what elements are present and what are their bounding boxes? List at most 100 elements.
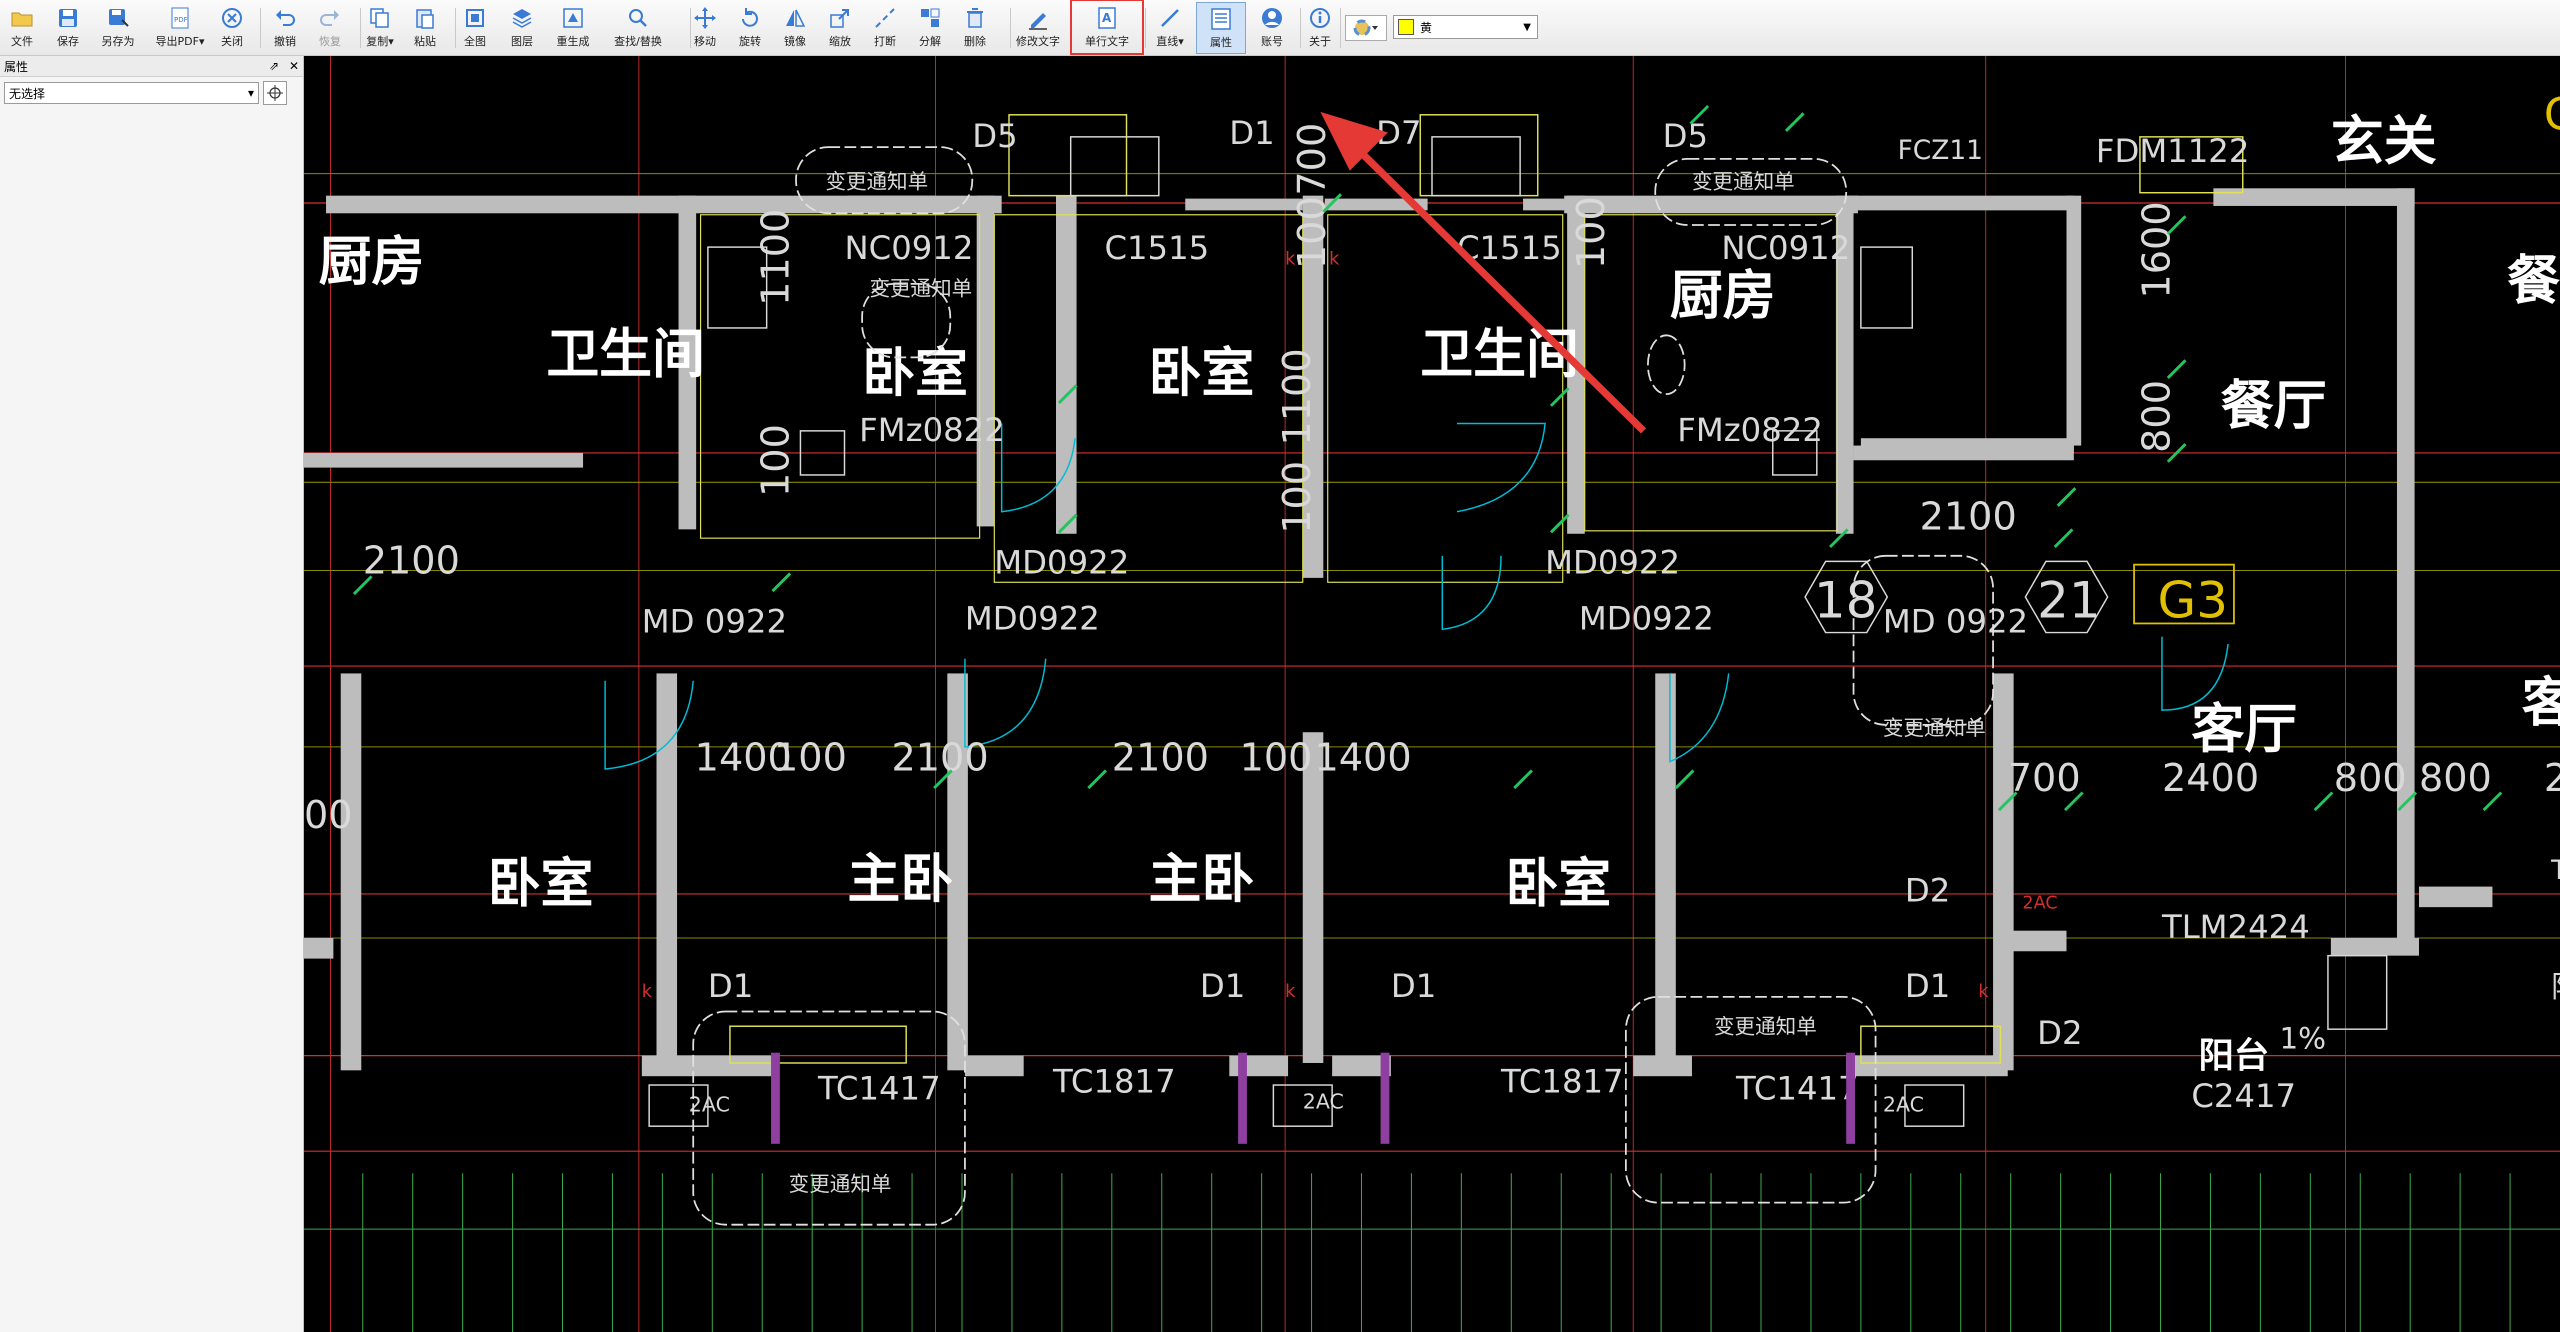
tool-fitall-button[interactable]: 全图 bbox=[451, 2, 499, 52]
fixture bbox=[1069, 136, 1160, 197]
tool-regen-button[interactable]: 重生成 bbox=[549, 2, 597, 52]
axis-hexagon bbox=[2024, 560, 2109, 634]
revision-cloud bbox=[1624, 995, 1877, 1204]
tool-rotate-button[interactable]: 旋转 bbox=[726, 2, 774, 52]
revision-cloud bbox=[1654, 158, 1848, 226]
tool-redo-button[interactable]: 恢复 bbox=[306, 2, 354, 52]
door-swing bbox=[604, 680, 694, 770]
drawing-canvas[interactable]: 厨房卫生间卧室卧室卫生间厨房餐厅餐厅玄关卧室主卧主卧卧室客厅客厅阳台210021… bbox=[304, 56, 2560, 1332]
drawing-tag: k bbox=[1329, 250, 1340, 270]
tool-paste-button[interactable]: 粘贴 bbox=[401, 2, 449, 52]
tool-exportpdf-button[interactable]: PDF 导出PDF▾ bbox=[156, 2, 204, 52]
tool-line-button[interactable]: 直线▾ bbox=[1146, 2, 1194, 52]
tool-scale-button[interactable]: 缩放 bbox=[816, 2, 864, 52]
door-swing bbox=[1441, 555, 1502, 631]
properties-icon bbox=[1208, 6, 1234, 32]
tool-undo-button[interactable]: 撤销 bbox=[261, 2, 309, 52]
pick-icon[interactable] bbox=[263, 81, 287, 105]
pin-icon[interactable]: ⇗ bbox=[269, 59, 280, 73]
dimension-label: 800 bbox=[2135, 380, 2179, 453]
tool-props-button[interactable]: 属性 bbox=[1196, 2, 1246, 54]
revision-cloud bbox=[795, 146, 974, 215]
tool-label: 删除 bbox=[964, 35, 986, 48]
copy-icon bbox=[367, 5, 393, 31]
tool-delete-button[interactable]: 删除 bbox=[951, 2, 999, 52]
tool-account-button[interactable]: 账号 bbox=[1248, 2, 1296, 52]
dimension-label: 100 bbox=[774, 736, 847, 780]
dimension-label: 1600 bbox=[2135, 201, 2179, 298]
color-wheel-button[interactable] bbox=[1345, 15, 1387, 41]
drawing-tag: D1 bbox=[1200, 967, 1245, 1005]
drawing-tag: C1515 bbox=[1104, 229, 1209, 267]
tool-saveas-button[interactable]: 另存为 bbox=[94, 2, 142, 52]
dimension-tick bbox=[2166, 359, 2187, 379]
tool-move-button[interactable]: 移动 bbox=[681, 2, 729, 52]
room-label: 主卧 bbox=[1149, 849, 1255, 910]
drawing-tag: D1 bbox=[1905, 967, 1950, 1005]
drawing-tag: 变更通知单 bbox=[1883, 716, 1986, 740]
drawing-tag: TLM2424 bbox=[2161, 908, 2310, 946]
tool-edittext-button[interactable]: 修改文字 bbox=[1014, 2, 1062, 52]
undo-icon bbox=[272, 5, 298, 31]
wall bbox=[1655, 673, 1676, 1071]
tool-layers-button[interactable]: 图层 bbox=[498, 2, 546, 52]
fixture bbox=[1904, 1084, 1965, 1127]
chevron-down-icon: ▼ bbox=[1523, 21, 1531, 33]
drawing-tag: D1 bbox=[1229, 114, 1274, 152]
selection-dropdown[interactable]: 无选择 ▾ bbox=[4, 82, 259, 104]
dimension-tick bbox=[1087, 769, 1107, 790]
drawing-tag: k bbox=[642, 982, 653, 1002]
window-frame bbox=[2139, 136, 2244, 194]
dimension-tick bbox=[2166, 215, 2187, 235]
wall bbox=[2419, 886, 2493, 908]
tool-label: 导出PDF▾ bbox=[155, 35, 205, 48]
wall bbox=[1302, 195, 1324, 578]
color-wheel-icon bbox=[1353, 19, 1378, 37]
close-panel-icon[interactable]: ✕ bbox=[288, 59, 299, 73]
tool-save-button[interactable]: 保存 bbox=[44, 2, 92, 52]
revision-cloud bbox=[861, 282, 952, 359]
door-jamb bbox=[1846, 1052, 1855, 1144]
room-label: 厨房 bbox=[319, 231, 425, 292]
drawing-tag: D2 bbox=[2037, 1014, 2082, 1052]
wall bbox=[656, 673, 678, 1071]
revision-cloud bbox=[692, 1010, 966, 1226]
dimension-label: 24 bbox=[2544, 757, 2560, 801]
explode-icon bbox=[917, 5, 943, 31]
wall bbox=[2330, 938, 2419, 956]
close-icon bbox=[219, 5, 245, 31]
room-label: 卫生间 bbox=[546, 324, 705, 385]
floor-plan-drawing[interactable]: 厨房卫生间卧室卧室卫生间厨房餐厅餐厅玄关卧室主卧主卧卧室客厅客厅阳台210021… bbox=[304, 56, 2560, 1332]
wall bbox=[641, 1055, 774, 1077]
dimension-tick bbox=[2313, 791, 2334, 812]
drawing-tag: 18 bbox=[1814, 572, 1878, 630]
wall bbox=[2213, 188, 2415, 206]
drawing-tag: k bbox=[1285, 250, 1296, 270]
wall bbox=[340, 673, 362, 1071]
tool-mirror-button[interactable]: 镜像 bbox=[771, 2, 819, 52]
tool-label: 恢复 bbox=[319, 35, 341, 48]
tool-break-button[interactable]: 打断 bbox=[861, 2, 909, 52]
tool-explode-button[interactable]: 分解 bbox=[906, 2, 954, 52]
drawing-tag: C2417 bbox=[2191, 1077, 2296, 1115]
tool-close-button[interactable]: 关闭 bbox=[208, 2, 256, 52]
tool-label: 分解 bbox=[919, 35, 941, 48]
drawing-tag: NC0912 bbox=[845, 229, 974, 267]
tool-about-button[interactable]: 关于 bbox=[1296, 2, 1344, 52]
drawing-tag: 变更通知单 bbox=[825, 169, 928, 193]
room-label: 主卧 bbox=[847, 849, 953, 910]
door-swing bbox=[964, 658, 1047, 748]
pdf-icon: PDF bbox=[167, 5, 193, 31]
door-swing bbox=[1456, 422, 1546, 513]
tool-copy-button[interactable]: 复制▾ bbox=[356, 2, 404, 52]
tool-file-button[interactable]: 文件 bbox=[0, 2, 46, 52]
dimension-tick bbox=[1549, 387, 1570, 407]
room-label: 客厅 bbox=[2522, 672, 2560, 733]
dimension-tick bbox=[352, 575, 373, 596]
drawing-tag: D1 bbox=[708, 967, 753, 1005]
color-select[interactable]: 黄 ▼ bbox=[1393, 15, 1538, 39]
tool-find-button[interactable]: 查找/替换 bbox=[614, 2, 662, 52]
dimension-label: 700 bbox=[2008, 757, 2081, 801]
tool-label: 文件 bbox=[11, 35, 33, 48]
